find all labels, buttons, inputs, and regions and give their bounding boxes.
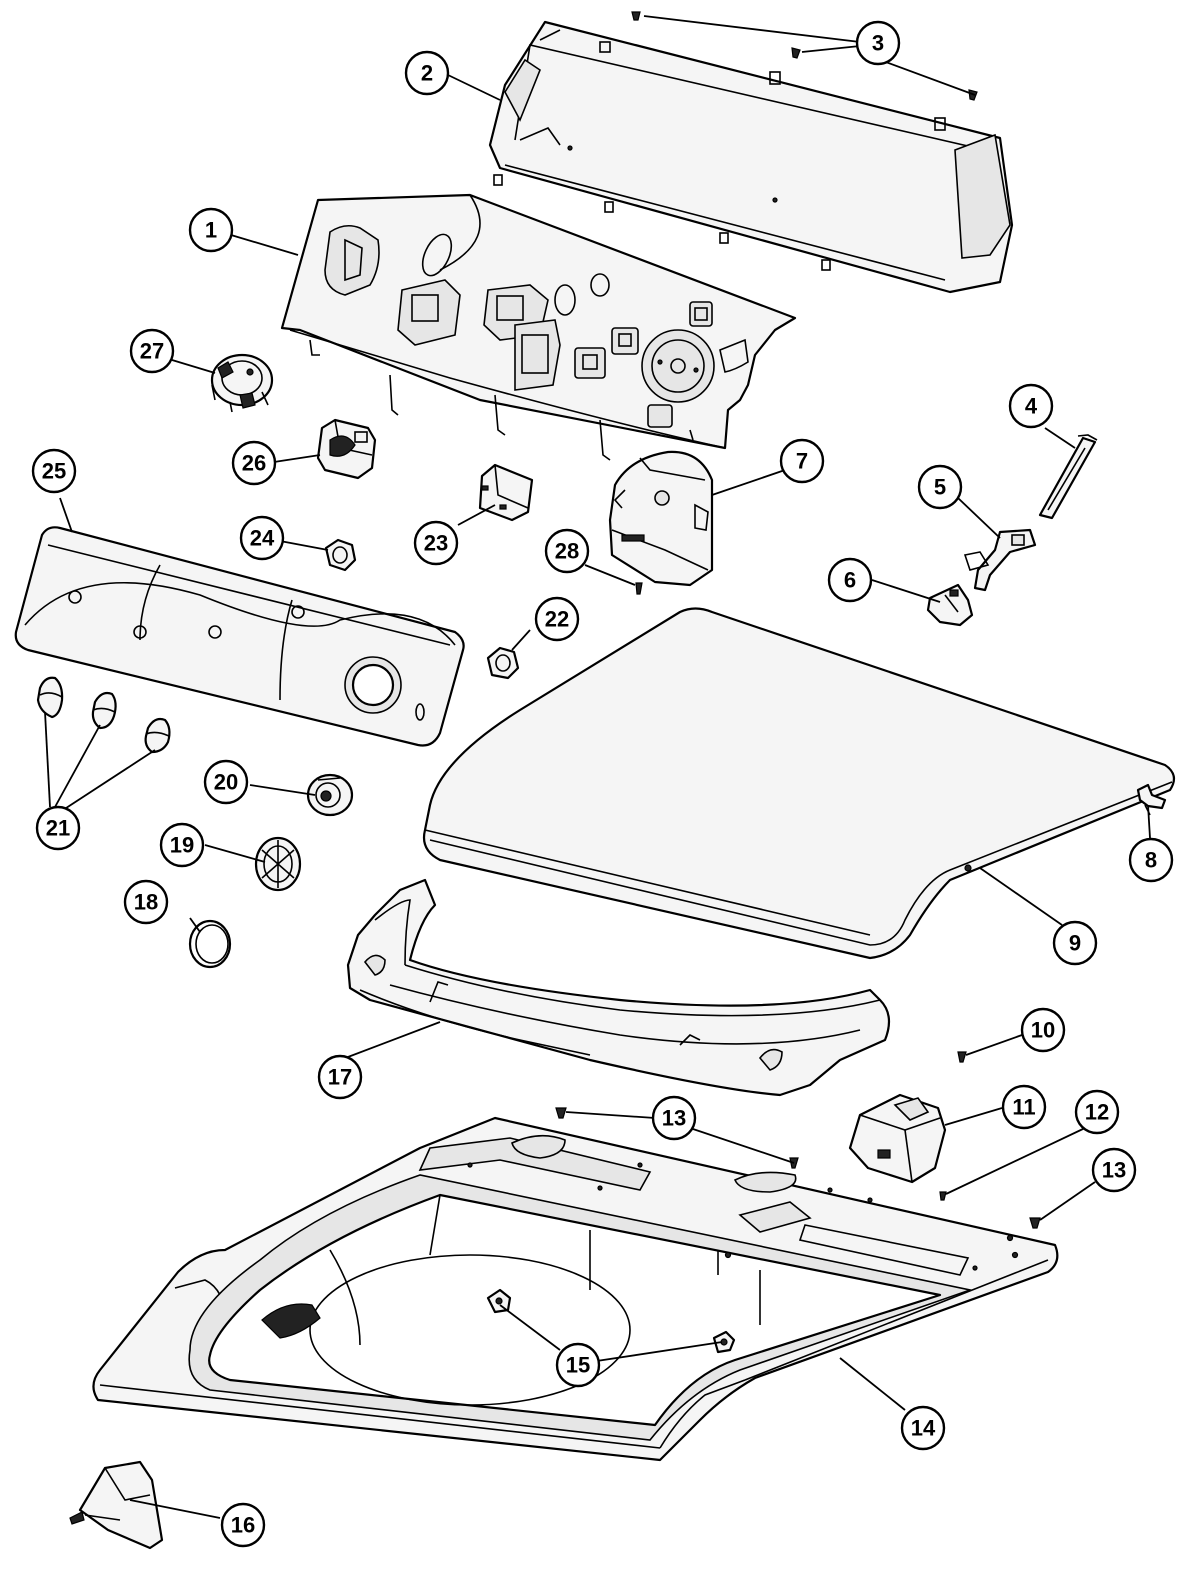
callout-21: 21 — [35, 805, 81, 851]
part-lid-frame-17 — [346, 878, 891, 1097]
callout-label: 17 — [328, 1065, 352, 1090]
part-rod-4 — [1038, 434, 1098, 520]
callout-14: 14 — [900, 1405, 946, 1451]
callout-label: 27 — [140, 339, 164, 364]
callout-label: 13 — [1102, 1158, 1126, 1183]
part-timer-27 — [210, 353, 274, 413]
callout-label: 4 — [1025, 394, 1038, 419]
part-knobs-21 — [36, 676, 171, 754]
callout-18: 18 — [123, 879, 169, 925]
callout-15: 15 — [555, 1342, 601, 1388]
callout-26: 26 — [231, 440, 277, 486]
callout-label: 20 — [214, 770, 238, 795]
callout-25: 25 — [31, 448, 77, 494]
part-nut-22 — [486, 646, 520, 680]
part-bushing-24 — [324, 538, 357, 572]
part-lever-5 — [963, 528, 1037, 592]
callout-label: 16 — [231, 1513, 255, 1538]
callout-27: 27 — [129, 328, 175, 374]
callout-label: 9 — [1069, 931, 1081, 956]
callout-10: 10 — [1020, 1007, 1066, 1053]
callout-6: 6 — [827, 557, 873, 603]
part-board-23 — [478, 463, 534, 522]
callout-label: 24 — [250, 526, 275, 551]
part-control-panel — [280, 193, 797, 461]
callout-5: 5 — [917, 464, 963, 510]
callout-2: 2 — [404, 50, 450, 96]
part-dispenser-16 — [69, 1460, 164, 1550]
part-lid-9 — [422, 607, 1176, 960]
leader-lines — [44, 15, 1151, 1519]
callout-label: 5 — [934, 475, 946, 500]
callout-label: 22 — [545, 607, 569, 632]
callout-label: 26 — [242, 451, 266, 476]
callout-7: 7 — [779, 438, 825, 484]
callout-label: 1 — [205, 218, 217, 243]
callout-label: 12 — [1085, 1100, 1109, 1125]
part-console-panel-25 — [14, 526, 465, 747]
callout-label: 25 — [42, 459, 66, 484]
callout-16: 16 — [220, 1502, 266, 1548]
part-knob-20 — [306, 773, 354, 817]
part-module-7 — [608, 450, 714, 587]
part-top-cabinet-14 — [92, 1116, 1059, 1462]
callout-4: 4 — [1008, 383, 1054, 429]
callout-24: 24 — [239, 515, 285, 561]
callout-28: 28 — [544, 528, 590, 574]
callout-label: 11 — [1012, 1095, 1035, 1120]
part-switch-26 — [316, 418, 377, 480]
callout-22: 22 — [534, 596, 580, 642]
callout-label: 8 — [1145, 848, 1157, 873]
part-screws-3 — [631, 11, 978, 101]
callout-8: 8 — [1128, 837, 1174, 883]
callout-label: 2 — [421, 61, 433, 86]
part-clips-15 — [486, 1288, 736, 1354]
callout-label: 7 — [796, 449, 808, 474]
part-screw-10 — [957, 1051, 967, 1063]
callout-label: 6 — [844, 568, 856, 593]
callout-label: 10 — [1031, 1018, 1055, 1043]
callout-label: 28 — [555, 539, 579, 564]
callout-20: 20 — [203, 759, 249, 805]
callout-label: 13 — [662, 1106, 686, 1131]
callout-23: 23 — [413, 520, 459, 566]
callout-label: 3 — [872, 31, 884, 56]
part-gear-19 — [254, 836, 302, 892]
callout-label: 18 — [134, 890, 158, 915]
part-console-housing — [488, 20, 1014, 294]
callout-11: 11 — [1001, 1084, 1047, 1130]
callout-19: 19 — [159, 822, 205, 868]
part-screw-28 — [635, 582, 643, 595]
part-latch-6 — [926, 583, 974, 627]
callout-label: 21 — [46, 816, 70, 841]
callout-17: 17 — [317, 1054, 363, 1100]
part-screw-12 — [939, 1191, 947, 1201]
callout-label: 14 — [911, 1416, 936, 1441]
callout-12: 12 — [1074, 1089, 1120, 1135]
part-screws-13 — [555, 1107, 1041, 1229]
callout-9: 9 — [1052, 920, 1098, 966]
callout-1: 1 — [188, 207, 234, 253]
callout-label: 23 — [424, 531, 448, 556]
callout-13-top: 13 — [651, 1095, 697, 1141]
callout-3: 3 — [855, 20, 901, 66]
callout-label: 19 — [170, 833, 194, 858]
callout-label: 15 — [566, 1353, 590, 1378]
part-cap-18 — [188, 919, 232, 969]
part-lid-switch-11 — [848, 1093, 947, 1184]
callout-13-right: 13 — [1091, 1147, 1137, 1193]
